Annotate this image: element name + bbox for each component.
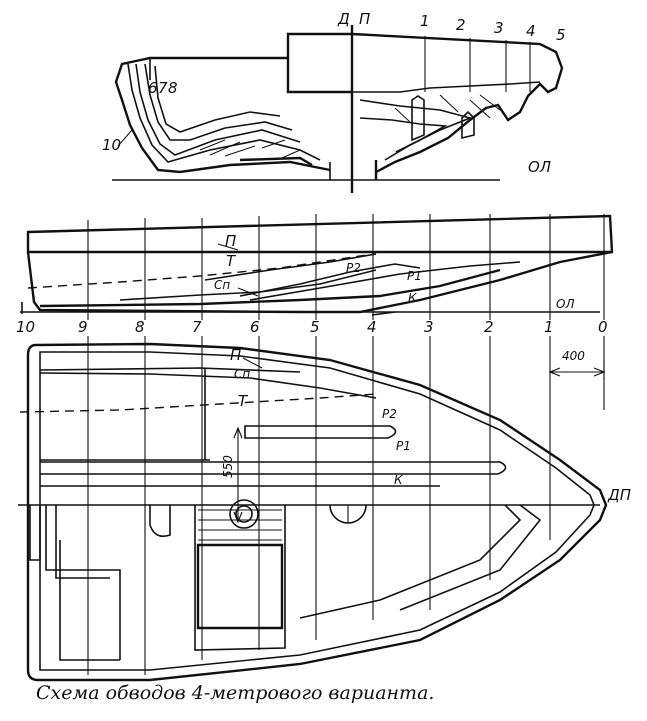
plan-seat-left: [149, 505, 171, 538]
stern-hatching: [199, 139, 301, 159]
profile-station-3: 3: [424, 318, 434, 336]
bow-frame-b: [359, 117, 448, 153]
plan-label-r2: Р2: [382, 407, 397, 421]
label-station-8: 8: [168, 79, 178, 97]
label-bow-4: 4: [526, 22, 536, 40]
plan-thwart-slats: [198, 509, 282, 541]
plan-stringer: [39, 372, 377, 399]
bow-cutout-2: [461, 110, 475, 140]
plan-label-dp: ДП: [607, 486, 631, 504]
stern-section-6: [127, 63, 321, 163]
label-bow-5: 5: [556, 26, 566, 44]
stern-section-outer: [114, 56, 331, 174]
profile-hull-outline: [26, 250, 613, 314]
profile-station-4: 4: [367, 318, 377, 336]
profile-station-7: 7: [192, 318, 202, 336]
dim-550-arrow-bottom: [233, 511, 243, 524]
plan-stern-hole-inner: [235, 505, 253, 523]
profile-deck-block: [26, 214, 614, 254]
stern-section-8: [144, 63, 293, 141]
figure-caption: Схема обводов 4-метрового варианта.: [36, 682, 435, 704]
bow-waterline: [352, 81, 541, 93]
plan-thwart-box: [194, 505, 286, 651]
plan-stern-floor: [59, 540, 120, 661]
profile-view: П Т Сп Р2 Р1 К ОЛ 10 9 8 7 6 5 4 3 2 1 0: [16, 214, 614, 336]
profile-station-9: 9: [78, 318, 88, 336]
plan-station-lines: [87, 336, 605, 675]
bow-hatching: [394, 94, 501, 123]
profile-chine: [204, 253, 377, 281]
label-p-top: П: [359, 10, 370, 28]
bow-cutout-1: [411, 95, 425, 142]
profile-label-k: К: [408, 291, 417, 305]
profile-label-p: П: [225, 232, 236, 250]
plan-stern-seat-inner: [45, 505, 121, 660]
profile-label-sp: Сп: [214, 278, 230, 292]
plan-thwart-inner: [196, 543, 284, 630]
dim-550-label: 550: [221, 455, 235, 478]
plan-label-t: Т: [238, 392, 249, 410]
plan-label-r1: Р1: [396, 439, 411, 453]
plan-rail-1: [40, 461, 507, 475]
stern-section-7: [135, 63, 301, 156]
label-station-6: 6: [148, 79, 158, 97]
stern-keel-block: [239, 156, 313, 167]
profile-label-t: Т: [226, 252, 237, 270]
profile-label-r2: Р2: [346, 261, 361, 275]
plan-rail-2: [244, 425, 397, 439]
label-bow-2: 2: [456, 16, 466, 34]
body-plan: Д П 6 7 8 10 1 2 3 4 5 ОЛ: [102, 10, 566, 193]
label-bow-1: 1: [420, 12, 430, 30]
profile-station-8: 8: [135, 318, 145, 336]
plan-cockpit-edges: [39, 367, 301, 461]
deck-outline-stern: [286, 32, 352, 94]
label-d: Д: [337, 10, 350, 28]
label-station-10: 10: [102, 136, 121, 154]
plan-inner-curve-lower-2: [399, 504, 542, 611]
plan-label-p: П: [230, 346, 241, 364]
profile-label-r1: Р1: [407, 269, 422, 283]
profile-station-5: 5: [310, 318, 320, 336]
bow-frame-a: [359, 99, 473, 161]
plan-leader-p: [242, 357, 263, 369]
stern-section-10: [154, 65, 281, 133]
profile-label-ol: ОЛ: [556, 297, 574, 311]
profile-station-10: 10: [16, 318, 35, 336]
plan-view: 550 400 П Сп Т Р2 Р1 К ДП: [18, 336, 631, 682]
dim-550-arrow-top: [233, 426, 243, 439]
profile-keel: [39, 268, 501, 308]
profile-station-6: 6: [250, 318, 260, 336]
profile-leader-sp: [237, 287, 259, 297]
dim-400-label: 400: [562, 349, 585, 363]
plan-inner-curve-lower: [299, 504, 522, 619]
profile-keel-toe: [371, 311, 396, 316]
plan-hull-outer: [26, 342, 608, 682]
profile-station-0: 0: [598, 318, 608, 336]
plan-stern-hole: [229, 499, 259, 529]
label-bow-3: 3: [494, 19, 504, 37]
profile-rail-1: [249, 261, 521, 301]
dim-400-arrow-left: [548, 367, 561, 377]
label-station-7: 7: [158, 79, 168, 97]
profile-leader-p: [217, 243, 239, 251]
profile-station-2: 2: [484, 318, 494, 336]
label-ol-top: ОЛ: [528, 158, 551, 176]
plan-chine-dashed: [19, 393, 377, 413]
profile-station-1: 1: [544, 318, 554, 336]
profile-rail-2: [239, 263, 421, 297]
bow-section-outer: [351, 32, 564, 174]
leader-station-10: [117, 129, 133, 147]
plan-label-sp: Сп: [234, 367, 250, 381]
plan-label-k: К: [394, 473, 403, 487]
plan-stern-seat-outer: [29, 505, 41, 561]
